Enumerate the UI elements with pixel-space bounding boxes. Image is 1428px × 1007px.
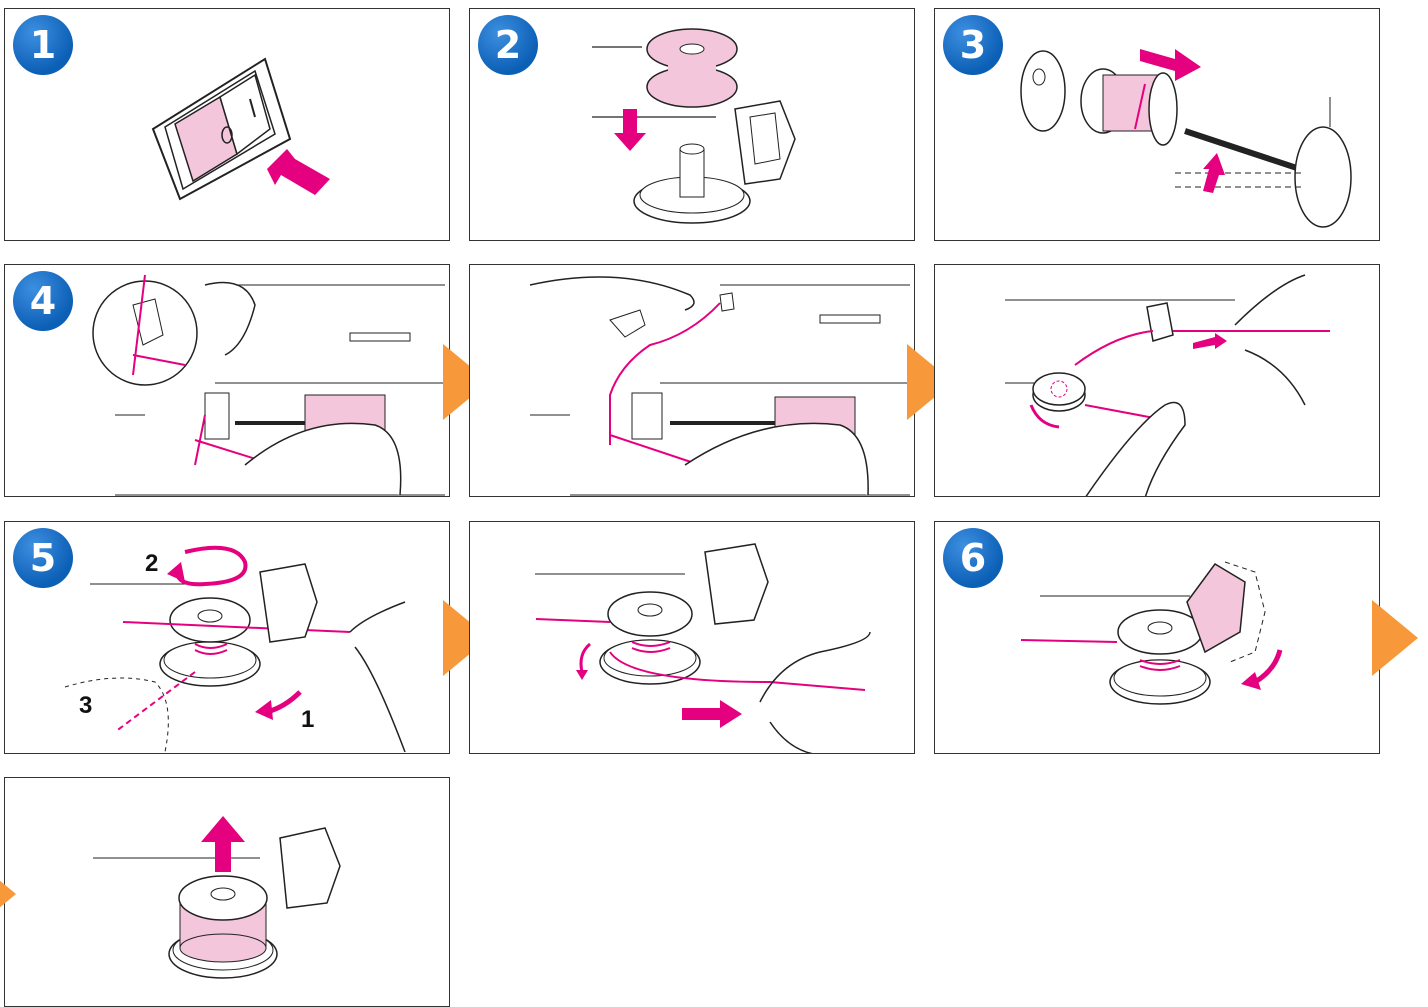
wind-thread-illustration	[470, 522, 915, 754]
remove-bobbin-illustration	[5, 778, 450, 1007]
step-badge-1: 1	[13, 15, 73, 75]
step-badge-4: 4	[13, 271, 73, 331]
callout-label-3: 3	[79, 692, 92, 720]
panel-step-5-start-winding: 2 3 1 5	[4, 521, 450, 754]
panel-step-4b-thread-around-guide	[469, 264, 915, 497]
panel-step-1-power-switch: 1	[4, 8, 450, 241]
panel-step-4c-thread-to-bobbin	[934, 264, 1380, 497]
panel-step-6-push-bobbin-winder: 6	[934, 521, 1380, 754]
step-badge-2: 2	[478, 15, 538, 75]
panel-step-2-bobbin-on-spindle: 2	[469, 8, 915, 241]
step-badge-5: 5	[13, 528, 73, 588]
panel-step-3-spool-on-pin: 3	[934, 8, 1380, 241]
panel-step-5b-wind-thread	[469, 521, 915, 754]
step-badge-6: 6	[943, 528, 1003, 588]
next-step-arrow-icon	[0, 856, 16, 932]
panel-step-4-thread-guide: 4	[4, 264, 450, 497]
step-badge-3: 3	[943, 15, 1003, 75]
thread-around-guide-illustration	[470, 265, 915, 497]
thread-to-bobbin-illustration	[935, 265, 1380, 497]
callout-label-1: 1	[301, 706, 314, 734]
next-step-arrow-icon	[1372, 600, 1418, 676]
panel-step-7-remove-bobbin	[4, 777, 450, 1007]
callout-label-2: 2	[145, 550, 158, 578]
